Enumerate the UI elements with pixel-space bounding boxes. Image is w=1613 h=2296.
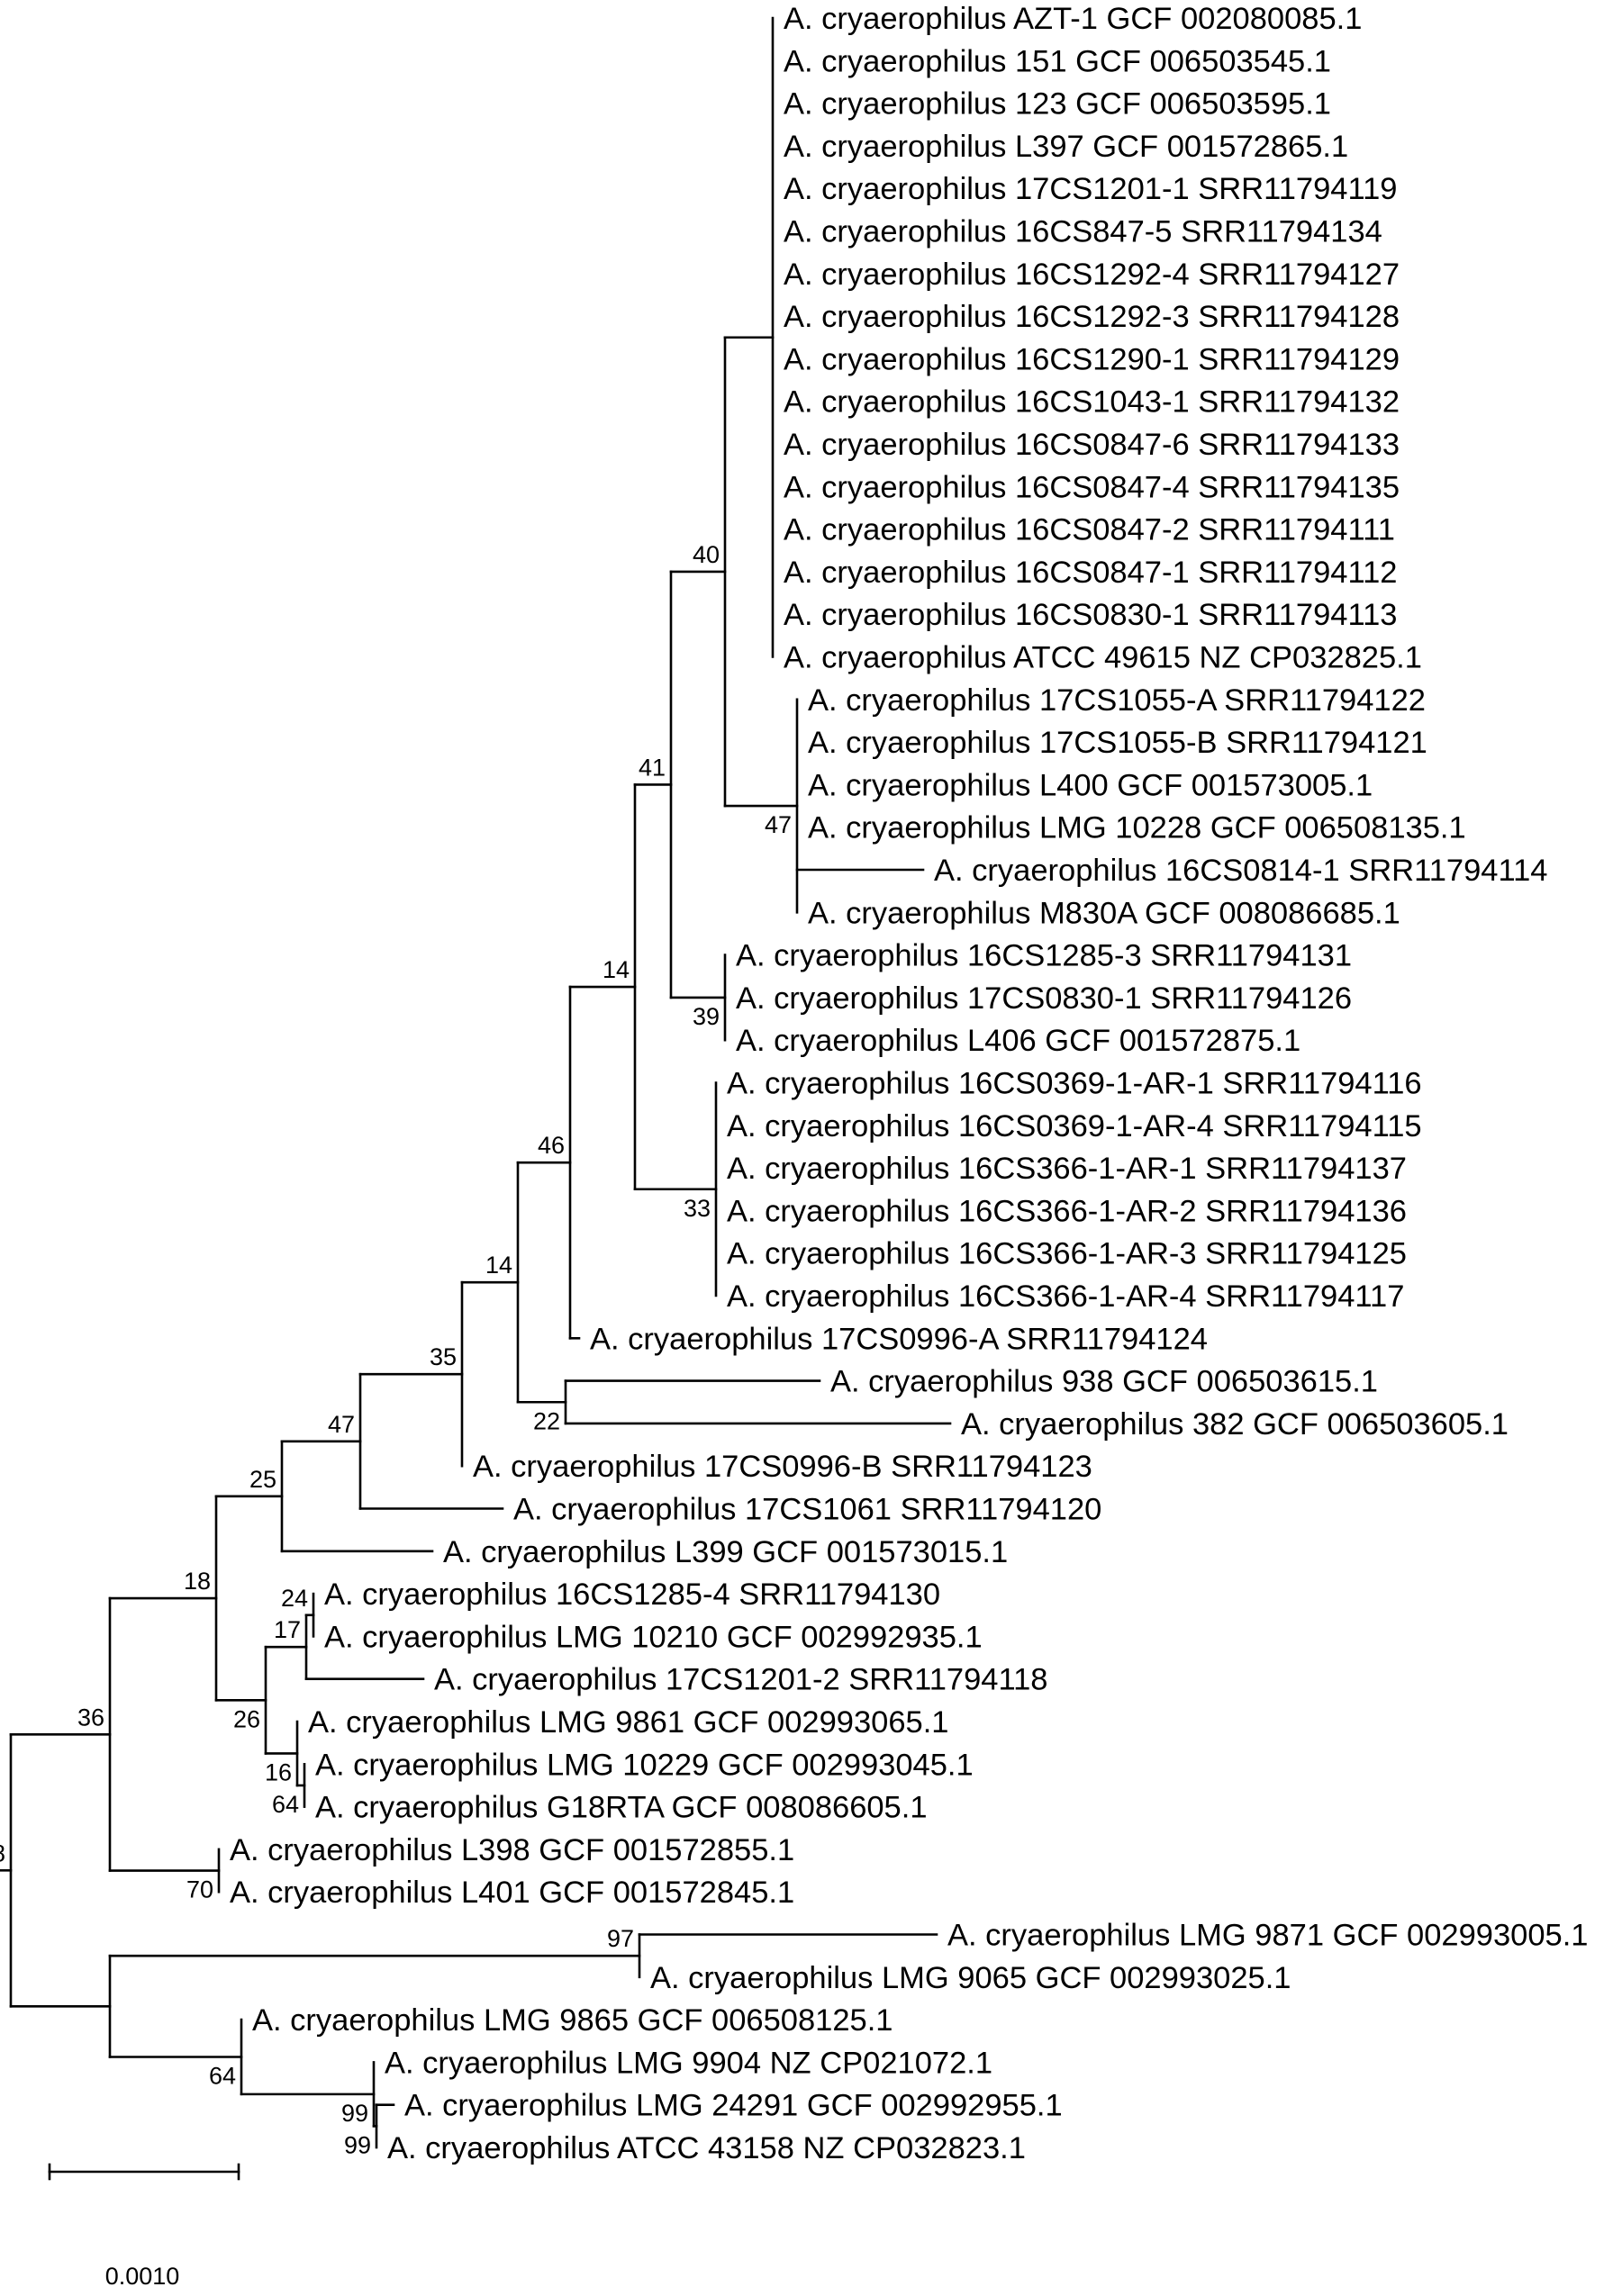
- leaf-label: A. cryaerophilus G18RTA GCF 008086605.1: [315, 1791, 928, 1825]
- bootstrap-value: 17: [274, 1616, 301, 1643]
- bootstrap-value: 16: [265, 1758, 292, 1785]
- leaf-label: A. cryaerophilus 16CS1292-3 SRR11794128: [784, 300, 1400, 334]
- leaf-label: A. cryaerophilus LMG 24291 GCF 002992955…: [404, 2089, 1063, 2123]
- leaf-label: A. cryaerophilus L397 GCF 001572865.1: [784, 130, 1348, 164]
- leaf-label: A. cryaerophilus L406 GCF 001572875.1: [736, 1024, 1300, 1058]
- bootstrap-value: 35: [430, 1343, 457, 1370]
- leaf-label: A. cryaerophilus 16CS0847-2 SRR11794111: [784, 513, 1395, 547]
- leaf-label: A. cryaerophilus 16CS366-1-AR-1 SRR11794…: [727, 1152, 1407, 1186]
- leaf-label: A. cryaerophilus LMG 9861 GCF 002993065.…: [308, 1705, 949, 1740]
- leaf-label: A. cryaerophilus LMG 10229 GCF 002993045…: [315, 1748, 974, 1782]
- bootstrap-value: 40: [693, 541, 720, 568]
- leaf-label: A. cryaerophilus L401 GCF 001572845.1: [230, 1876, 794, 1910]
- leaf-label: A. cryaerophilus 938 GCF 006503615.1: [830, 1365, 1378, 1399]
- leaf-label: A. cryaerophilus 16CS1290-1 SRR11794129: [784, 342, 1400, 376]
- bootstrap-value: 33: [684, 1195, 711, 1222]
- bootstrap-value: 24: [281, 1585, 308, 1612]
- leaf-label: A. cryaerophilus 17CS0996-A SRR11794124: [590, 1322, 1208, 1356]
- leaf-label: A. cryaerophilus 151 GCF 006503545.1: [784, 44, 1331, 78]
- leaf-label: A. cryaerophilus L399 GCF 001573015.1: [443, 1535, 1008, 1569]
- leaf-label: A. cryaerophilus 16CS0830-1 SRR11794113: [784, 598, 1397, 632]
- leaf-label: A. cryaerophilus 16CS1285-3 SRR11794131: [736, 939, 1352, 973]
- bootstrap-value: 39: [693, 1003, 720, 1030]
- leaf-label: A. cryaerophilus 16CS366-1-AR-2 SRR11794…: [727, 1194, 1407, 1228]
- bootstrap-value: 58: [0, 1840, 5, 1867]
- leaf-label: A. cryaerophilus LMG 9871 GCF 002993005.…: [947, 1919, 1589, 1953]
- tree-branches: [0, 16, 952, 2149]
- leaf-label: A. cryaerophilus LMG 9865 GCF 006508125.…: [252, 2003, 893, 2038]
- leaf-label: A. cryaerophilus 17CS0996-B SRR11794123: [473, 1450, 1092, 1484]
- bootstrap-value: 97: [607, 1925, 634, 1952]
- leaf-label: A. cryaerophilus 17CS1201-2 SRR11794118: [434, 1663, 1047, 1697]
- leaf-label: A. cryaerophilus 16CS366-1-AR-3 SRR11794…: [727, 1237, 1407, 1271]
- bootstrap-value: 99: [341, 2100, 368, 2127]
- scale-bar-label: 0.0010: [105, 2263, 180, 2290]
- leaf-label: A. cryaerophilus 17CS1055-B SRR11794121: [808, 726, 1427, 760]
- leaf-label: A. cryaerophilus 17CS1061 SRR11794120: [513, 1493, 1101, 1527]
- leaf-label: A. cryaerophilus 16CS366-1-AR-4 SRR11794…: [727, 1279, 1404, 1314]
- bootstrap-value: 41: [639, 754, 666, 781]
- bootstrap-value: 47: [328, 1411, 355, 1438]
- leaf-label: A. cryaerophilus 16CS1292-4 SRR11794127: [784, 258, 1400, 292]
- leaf-label: A. cryaerophilus 16CS0847-1 SRR11794112: [784, 556, 1397, 590]
- bootstrap-value: 14: [603, 956, 630, 983]
- leaf-label: A. cryaerophilus 16CS0847-4 SRR11794135: [784, 470, 1400, 504]
- scale-bar: 0.0010: [48, 2163, 240, 2290]
- leaf-label: A. cryaerophilus 16CS1043-1 SRR11794132: [784, 385, 1400, 420]
- leaf-label: A. cryaerophilus 17CS1201-1 SRR11794119: [784, 172, 1397, 206]
- leaf-label: A. cryaerophilus LMG 10228 GCF 006508135…: [808, 811, 1466, 845]
- leaf-label: A. cryaerophilus 16CS0847-6 SRR11794133: [784, 428, 1400, 462]
- leaf-label: A. cryaerophilus 16CS1285-4 SRR11794130: [324, 1577, 940, 1612]
- leaf-label: A. cryaerophilus 16CS0369-1-AR-4 SRR1179…: [727, 1109, 1422, 1143]
- leaf-label: A. cryaerophilus L398 GCF 001572855.1: [230, 1833, 794, 1867]
- leaf-label: A. cryaerophilus 382 GCF 006503605.1: [961, 1407, 1509, 1442]
- leaf-label: A. cryaerophilus 17CS0830-1 SRR11794126: [736, 981, 1352, 1016]
- leaf-label: A. cryaerophilus 16CS0369-1-AR-1 SRR1179…: [727, 1067, 1422, 1101]
- leaf-label: A. cryaerophilus ATCC 43158 NZ CP032823.…: [387, 2131, 1026, 2165]
- bootstrap-value: 36: [77, 1704, 104, 1731]
- leaf-label: A. cryaerophilus 123 GCF 006503595.1: [784, 87, 1331, 122]
- bootstrap-value: 46: [538, 1132, 565, 1159]
- leaf-labels: A. cryaerophilus AZT-1 GCF 002080085.1A.…: [230, 2, 1589, 2165]
- leaf-label: A. cryaerophilus 17CS1055-A SRR11794122: [808, 683, 1426, 718]
- bootstrap-value: 64: [209, 2062, 236, 2089]
- leaf-label: A. cryaerophilus 16CS847-5 SRR11794134: [784, 215, 1382, 249]
- bootstrap-value: 47: [765, 811, 792, 838]
- leaf-label: A. cryaerophilus LMG 9065 GCF 002993025.…: [650, 1961, 1291, 1995]
- bootstrap-value: 25: [249, 1466, 276, 1493]
- bootstrap-value: 26: [233, 1705, 260, 1732]
- bootstrap-value: 14: [485, 1252, 512, 1279]
- leaf-label: A. cryaerophilus L400 GCF 001573005.1: [808, 768, 1373, 802]
- bootstrap-value: 99: [344, 2131, 371, 2158]
- bootstrap-value: 70: [186, 1876, 213, 1903]
- bootstrap-value: 64: [272, 1791, 299, 1818]
- leaf-label: A. cryaerophilus M830A GCF 008086685.1: [808, 896, 1400, 930]
- leaf-label: A. cryaerophilus AZT-1 GCF 002080085.1: [784, 2, 1362, 36]
- leaf-label: A. cryaerophilus LMG 9904 NZ CP021072.1: [385, 2046, 992, 2080]
- leaf-label: A. cryaerophilus LMG 10210 GCF 002992935…: [324, 1620, 983, 1654]
- leaf-label: A. cryaerophilus 16CS0814-1 SRR11794114: [934, 854, 1547, 888]
- bootstrap-value: 18: [184, 1568, 211, 1595]
- bootstrap-value: 22: [533, 1407, 560, 1434]
- leaf-label: A. cryaerophilus ATCC 49615 NZ CP032825.…: [784, 641, 1422, 675]
